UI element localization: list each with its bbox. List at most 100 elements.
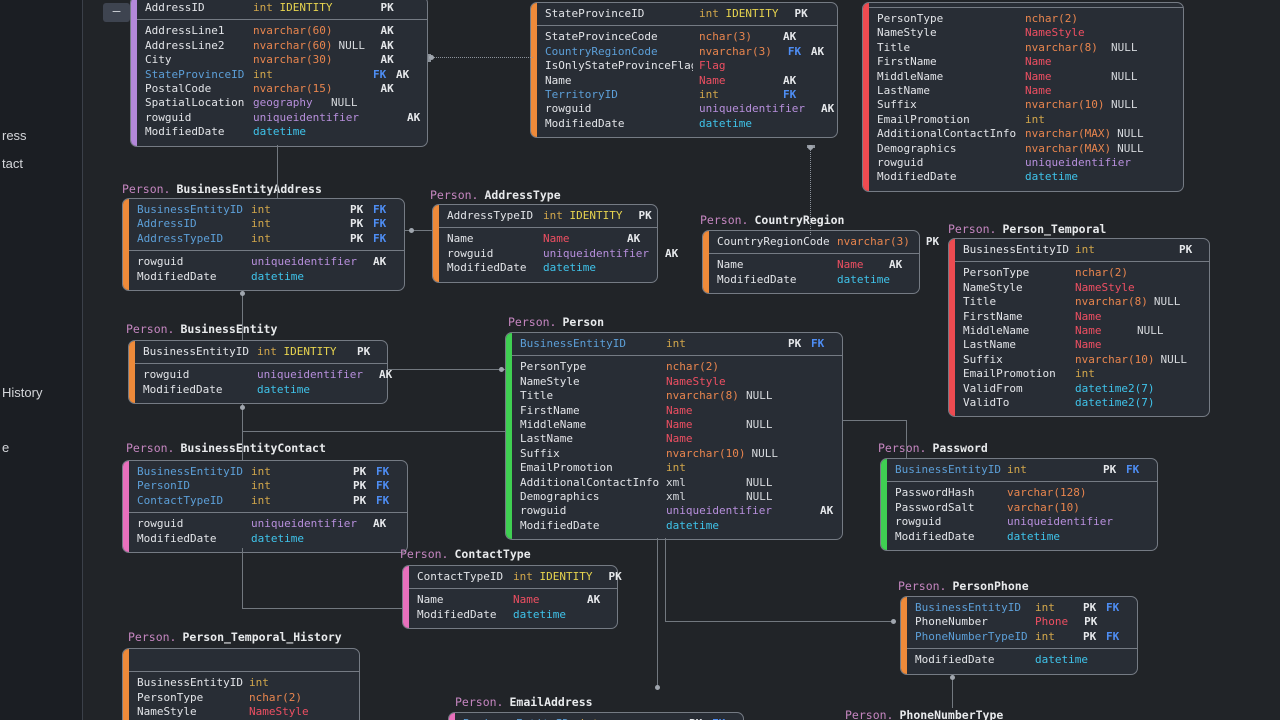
nullability [916, 235, 920, 249]
column-type: nvarchar(30) [253, 53, 333, 67]
table-name: Password [932, 441, 988, 455]
sidebar-tree-item[interactable]: tact [2, 156, 23, 171]
sidebar-tree-item[interactable]: e [2, 440, 10, 455]
column-type: int [666, 337, 686, 350]
column-type: xml [666, 489, 686, 503]
key-badges [373, 96, 421, 110]
relationship-line [810, 145, 811, 235]
column-name [137, 653, 243, 667]
nullability [778, 45, 782, 59]
header-separator [135, 363, 387, 365]
column-type: NameStyle [666, 374, 726, 388]
column-type: int [579, 717, 673, 720]
key-badges: AK [379, 368, 403, 382]
key-badges [1159, 127, 1183, 141]
nullability: NULL [751, 446, 778, 460]
table-accent-bar [703, 231, 709, 294]
nullability [338, 1, 374, 15]
relationship-line [242, 548, 243, 608]
key-badges [783, 59, 831, 73]
key-badges [329, 676, 353, 690]
nullability [746, 360, 782, 374]
pk-badge: PK [357, 345, 371, 358]
column-name: CountryRegionCode [717, 235, 830, 248]
key-badges [788, 476, 836, 490]
nullability [1160, 382, 1196, 396]
column-name: PasswordSalt [895, 500, 975, 514]
key-badges [627, 261, 651, 275]
column-name: ContactTypeID [137, 493, 224, 507]
table-title-businessentity: Person.BusinessEntity [126, 322, 277, 336]
column-name: PersonType [520, 360, 587, 374]
key-badges [1202, 396, 1226, 410]
column-type: datetime [257, 382, 310, 396]
nullability [811, 102, 815, 116]
column-type: nvarchar(15) [253, 81, 333, 95]
ak-badge: AK [380, 53, 394, 67]
key-badges: PK [357, 345, 381, 359]
relationship-line [843, 420, 906, 421]
table-accent-bar [449, 713, 455, 720]
key-badges [1129, 515, 1177, 529]
column-name: PersonType [877, 12, 944, 25]
header-separator [439, 227, 657, 229]
column-type: uniqueidentifier [543, 246, 649, 260]
nullability [1111, 170, 1147, 184]
nullability: NULL [1153, 295, 1181, 309]
collapse-button[interactable]: – [103, 3, 130, 22]
sidebar-tree-item[interactable]: ress [2, 128, 27, 143]
column-name: Suffix [963, 352, 1003, 366]
pk-badge: PK [380, 1, 394, 14]
connector-endpoint-dot [409, 228, 414, 233]
ak-badge: AK [889, 258, 903, 272]
column-type: nvarchar(60) [253, 24, 333, 38]
ak-badge: AK [380, 38, 394, 52]
fk-badge: FK [783, 87, 797, 101]
nullability [778, 504, 814, 518]
sidebar-tree-item[interactable]: History [2, 385, 43, 400]
column-type: Name [666, 403, 693, 417]
key-badges: AK [821, 102, 869, 116]
key-badges: AK [627, 232, 651, 246]
column-type: nchar(2) [1025, 12, 1078, 25]
table-accent-bar [403, 566, 409, 629]
column-name: rowguid [877, 155, 924, 169]
nullability [746, 404, 782, 418]
